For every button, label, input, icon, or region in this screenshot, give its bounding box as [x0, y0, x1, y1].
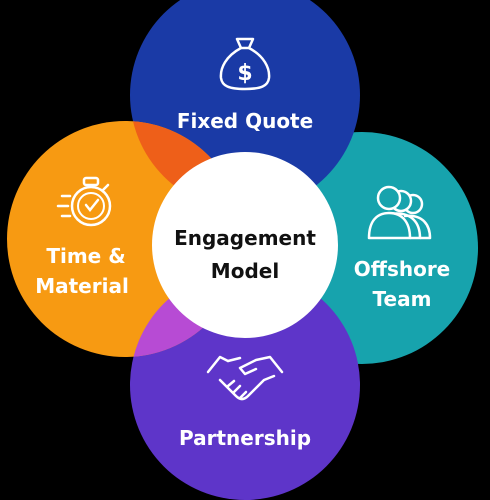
handshake-icon	[206, 355, 284, 401]
label-time-material-line2: Material	[35, 274, 129, 298]
label-offshore-team-line2: Team	[373, 287, 432, 311]
overlap-top-left	[130, 121, 243, 210]
money-bag-icon: $	[219, 37, 271, 91]
center-title-line1: Engagement	[174, 226, 316, 250]
svg-text:$: $	[237, 61, 252, 86]
label-partnership: Partnership	[179, 426, 311, 450]
center-circle	[152, 152, 338, 338]
overlap-bottom-left	[130, 270, 243, 357]
label-fixed-quote: Fixed Quote	[177, 109, 313, 133]
label-time-material-line1: Time &	[46, 244, 125, 268]
center-title-line2: Model	[211, 259, 279, 283]
stopwatch-icon	[56, 176, 112, 227]
team-icon	[367, 185, 432, 240]
label-offshore-team-line1: Offshore	[354, 257, 451, 281]
